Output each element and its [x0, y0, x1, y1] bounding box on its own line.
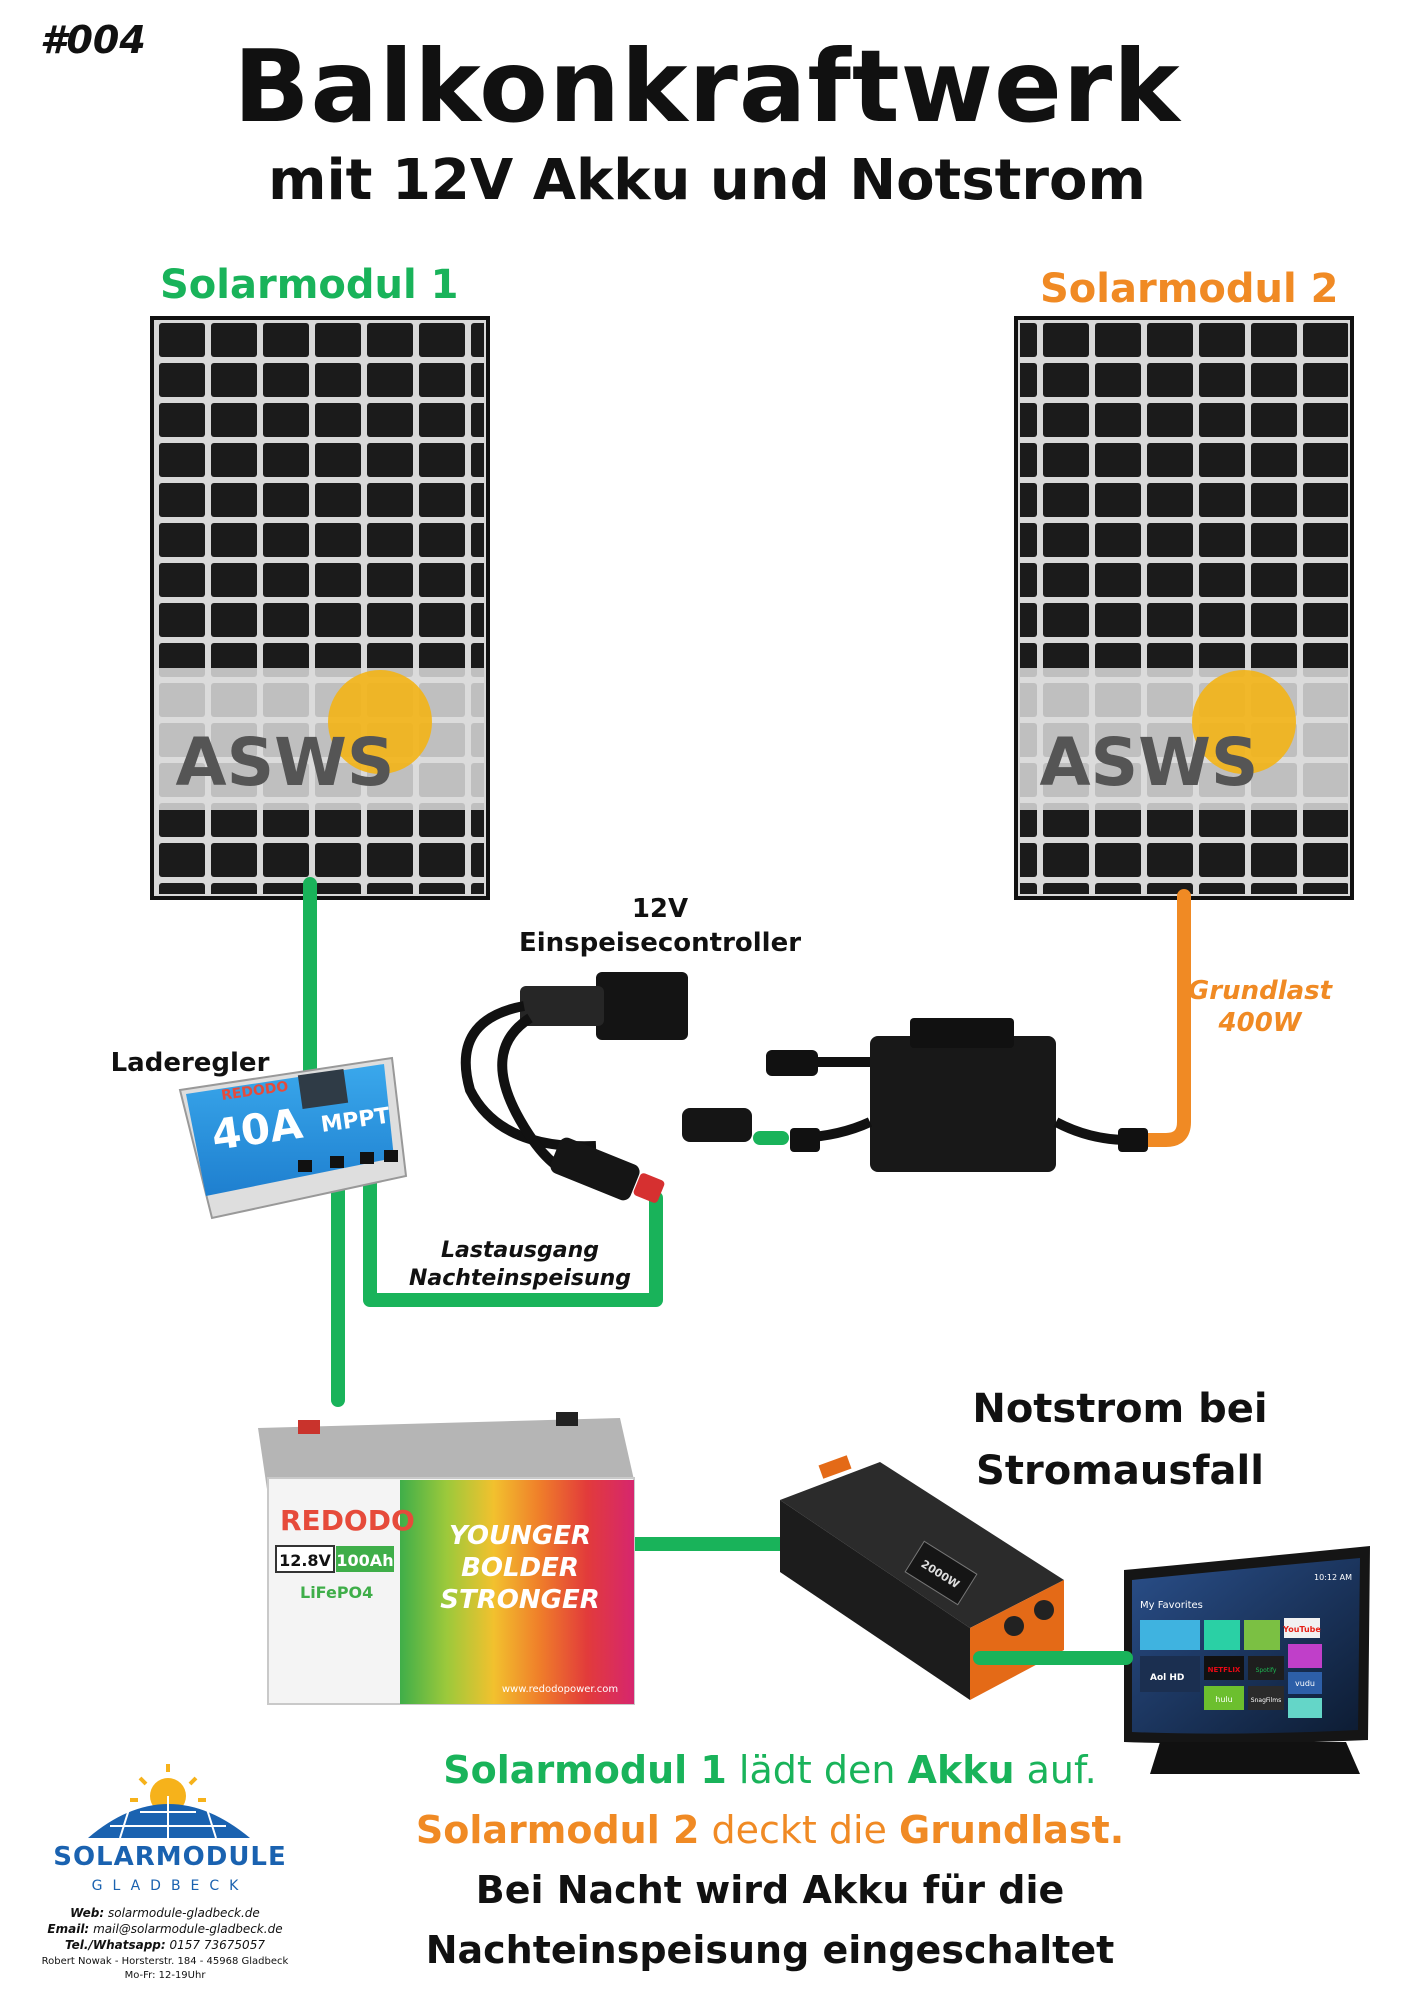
controller-label-voltage: 12V [631, 894, 689, 924]
einspeisecontroller [460, 972, 752, 1203]
footer-email: Email: mail@solarmodule-gladbeck.de [30, 1922, 300, 1936]
nachteinspeisung-label: Nachteinspeisung [408, 1266, 632, 1291]
notstrom-label-1: Notstrom bei [972, 1386, 1268, 1432]
summary-part: lädt den [726, 1748, 908, 1792]
asws-logo-1: ASWS [176, 724, 395, 801]
diagram-number: #004 [40, 18, 146, 62]
logo-sub-text: GLADBECK [91, 1878, 249, 1894]
summary-part: Bei Nacht wird Akku für die [475, 1868, 1065, 1912]
battery-url: www.redodopower.com [502, 1684, 618, 1695]
summary-part: Nachteinspeisung eingeschaltet [425, 1928, 1115, 1972]
battery-slogan-1: YOUNGER [449, 1521, 591, 1551]
tv-tile-netflix: NETFLIX [1208, 1666, 1241, 1674]
lastausgang-label: Lastausgang [440, 1238, 600, 1263]
footer-address: Robert Nowak - Horsterstr. 184 - 45968 G… [41, 1956, 289, 1967]
summary-part: deckt die [699, 1808, 899, 1852]
battery-voltage: 12.8V [279, 1551, 331, 1570]
solarmodul-2-label: Solarmodul 2 [1040, 266, 1339, 312]
microinverter [766, 1018, 1148, 1172]
summary-line-4: Nachteinspeisung eingeschaltet [330, 1920, 1210, 1980]
footer-tel-number: 0157 73675057 [169, 1938, 265, 1952]
asws-logo-2: ASWS [1040, 724, 1259, 801]
laderegler-label: Laderegler [110, 1048, 270, 1078]
summary-part: Solarmodul 1 [443, 1748, 727, 1792]
tv-time: 10:12 AM [1314, 1573, 1352, 1582]
charge-controller: REDODO 40A MPPT [178, 1056, 408, 1220]
solarmodul-2: ASWS [1014, 316, 1354, 900]
summary-line-2: Solarmodul 2 deckt die Grundlast. [330, 1800, 1210, 1860]
summary-part: Grundlast. [899, 1808, 1125, 1852]
battery-slogan-2: BOLDER [461, 1553, 579, 1583]
footer-web: Web: solarmodule-gladbeck.de [30, 1906, 300, 1920]
tv-tile-vudu: vudu [1295, 1679, 1315, 1688]
smart-tv: My Favorites 10:12 AM YouTube NETFLIX Sp… [1124, 1546, 1370, 1774]
tv-tile-youtube: YouTube [1282, 1625, 1321, 1634]
tv-tile-snagfilms: SnagFilms [1251, 1697, 1281, 1704]
tv-tile-spotify: Spotify [1256, 1667, 1277, 1674]
footer-email-label: Email: [47, 1922, 90, 1936]
battery-chemistry: LiFePO4 [300, 1583, 373, 1602]
summary-part: auf. [1014, 1748, 1097, 1792]
page-subtitle: mit 12V Akku und Notstrom [268, 148, 1146, 213]
footer-tel: Tel./Whatsapp: 0157 73675057 [30, 1938, 300, 1952]
solarmodul-1: ASWS [150, 316, 490, 900]
page-title: Balkonkraftwerk [233, 28, 1181, 145]
summary-part: Solarmodul 2 [415, 1808, 700, 1852]
orange-wiring [1135, 889, 1191, 1147]
footer-hours: Mo-Fr: 12-19Uhr [124, 1970, 206, 1981]
solarmodule-logo [88, 1764, 250, 1839]
footer-web-link[interactable]: solarmodule-gladbeck.de [108, 1906, 260, 1920]
battery-slogan-3: STRONGER [440, 1585, 599, 1615]
summary-line-1: Solarmodul 1 lädt den Akku auf. [330, 1740, 1210, 1800]
controller-label-name: Einspeisecontroller [518, 928, 802, 958]
grundlast-label: Grundlast [1187, 976, 1333, 1006]
footer-email-link[interactable]: mail@solarmodule-gladbeck.de [93, 1922, 283, 1936]
battery-capacity: 100Ah [336, 1551, 393, 1570]
footer-web-label: Web: [70, 1906, 105, 1920]
summary-text: Solarmodul 1 lädt den Akku auf. Solarmod… [330, 1740, 1210, 1980]
summary-line-3: Bei Nacht wird Akku für die [330, 1860, 1210, 1920]
solarmodul-1-label: Solarmodul 1 [160, 262, 459, 308]
power-inverter: 2000W [780, 1455, 1064, 1700]
tv-header: My Favorites [1140, 1600, 1203, 1611]
summary-part: Akku [907, 1748, 1015, 1792]
grundlast-watt-label: 400W [1218, 1008, 1302, 1038]
footer-tel-label: Tel./Whatsapp: [65, 1938, 166, 1952]
notstrom-label-2: Stromausfall [976, 1448, 1264, 1494]
tv-tile-hulu: hulu [1215, 1695, 1232, 1704]
logo-main-text: SOLARMODULE [53, 1842, 287, 1872]
lifepo4-battery: REDODO 12.8V 100Ah LiFePO4 YOUNGER BOLDE… [258, 1412, 635, 1705]
battery-brand: REDODO [280, 1504, 415, 1537]
tv-tile-aol: Aol HD [1150, 1673, 1184, 1683]
